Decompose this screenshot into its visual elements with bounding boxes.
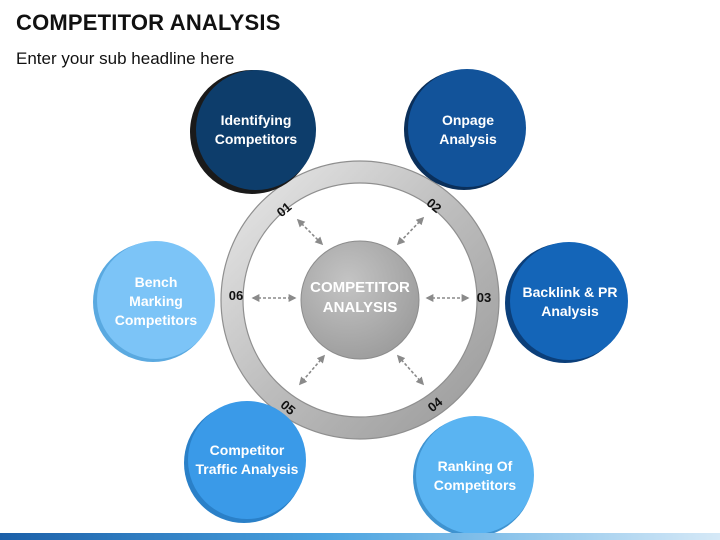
outer-ring-edge xyxy=(220,160,500,440)
page-title: COMPETITOR ANALYSIS xyxy=(16,10,281,35)
node-03-circle xyxy=(510,242,628,360)
node-04-label: Ranking Of Competitors xyxy=(433,458,517,493)
arrow-04 xyxy=(396,354,425,386)
node-02-circle xyxy=(408,69,526,187)
node-05-label: Competitor Traffic Analysis xyxy=(195,442,299,477)
node-04-circle xyxy=(416,416,534,534)
inner-ring-edge xyxy=(242,182,478,418)
bottom-accent-bar xyxy=(0,533,720,540)
center-circle xyxy=(300,240,420,360)
node-03-label: Backlink & PR Analysis xyxy=(522,284,618,319)
node-02-label: Onpage Analysis xyxy=(439,112,497,147)
arrow-05 xyxy=(298,354,326,386)
node-06-label: Bench Marking Competitors xyxy=(114,273,198,328)
step-number-06: 06 xyxy=(228,288,244,303)
node-01-label: Identifying Competitors xyxy=(214,112,298,147)
node-05-circle xyxy=(188,401,306,519)
node-06-circle xyxy=(97,241,215,359)
page-subtitle: Enter your sub headline here xyxy=(16,49,235,68)
step-number-03: 03 xyxy=(476,290,492,305)
node-01-circle xyxy=(196,70,316,190)
arrow-01 xyxy=(296,218,324,246)
center-label: COMPETITOR ANALYSIS xyxy=(310,279,410,316)
arrow-02 xyxy=(396,216,425,246)
outer-ring xyxy=(221,161,499,439)
